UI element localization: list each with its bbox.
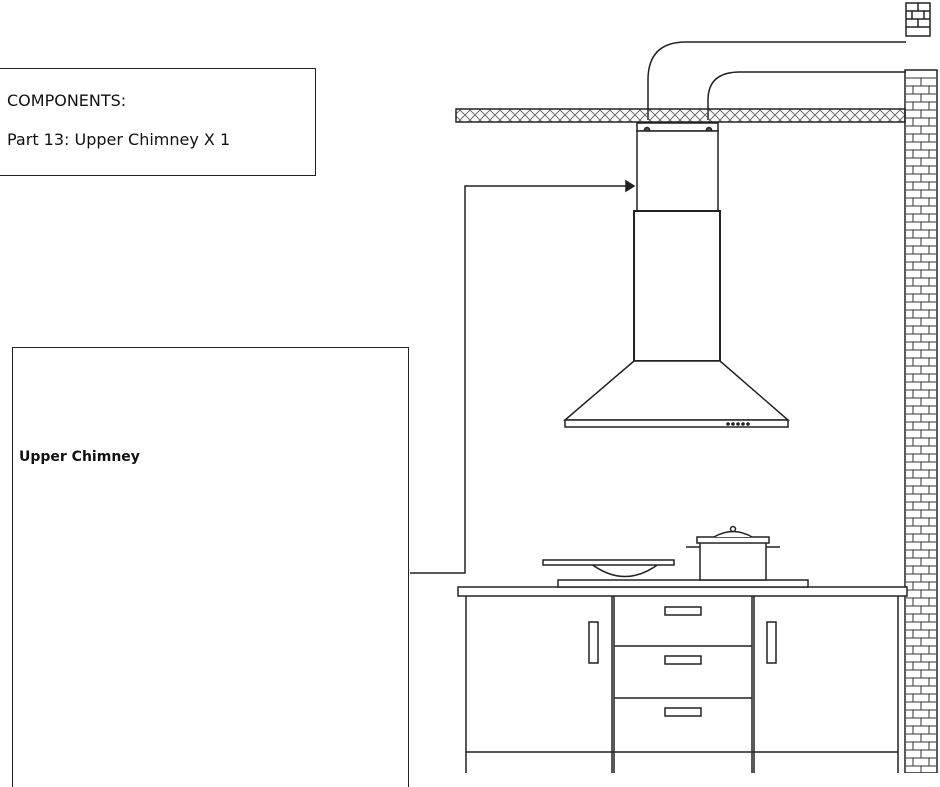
leader-line bbox=[410, 179, 636, 574]
components-part: Part 13: Upper Chimney X 1 bbox=[7, 130, 231, 149]
cooktop bbox=[542, 525, 809, 588]
wall-top-brick bbox=[905, 2, 931, 37]
components-box: COMPONENTS: Part 13: Upper Chimney X 1 bbox=[0, 68, 316, 176]
ceiling-slab bbox=[455, 108, 906, 123]
exhaust-duct bbox=[647, 41, 906, 120]
upper-chimney-callout: Upper Chimney bbox=[19, 449, 140, 465]
brick-wall bbox=[904, 69, 938, 773]
inset-frame bbox=[12, 347, 409, 787]
components-title: COMPONENTS: bbox=[7, 91, 127, 110]
kitchen-counter bbox=[457, 586, 908, 773]
hood-control-buttons bbox=[726, 422, 750, 426]
installed-hood bbox=[562, 122, 791, 428]
